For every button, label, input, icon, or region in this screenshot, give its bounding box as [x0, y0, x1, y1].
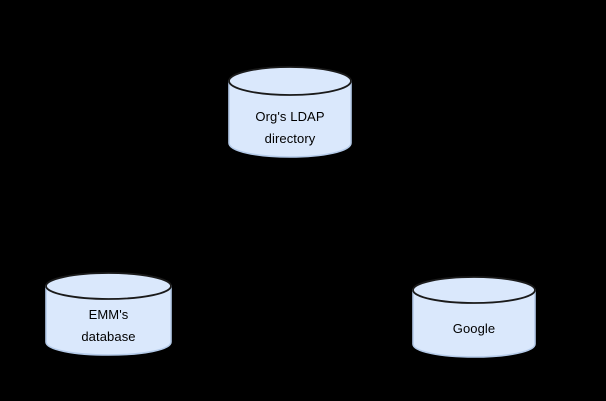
cylinder-shape-ldap — [228, 66, 352, 158]
cylinder-shape-google — [412, 276, 536, 358]
node-org-ldap-directory[interactable]: Org's LDAP directory — [228, 66, 352, 158]
node-google[interactable]: Google — [412, 276, 536, 358]
node-emm-database[interactable]: EMM's database — [45, 272, 172, 356]
cylinder-shape-emm — [45, 272, 172, 356]
